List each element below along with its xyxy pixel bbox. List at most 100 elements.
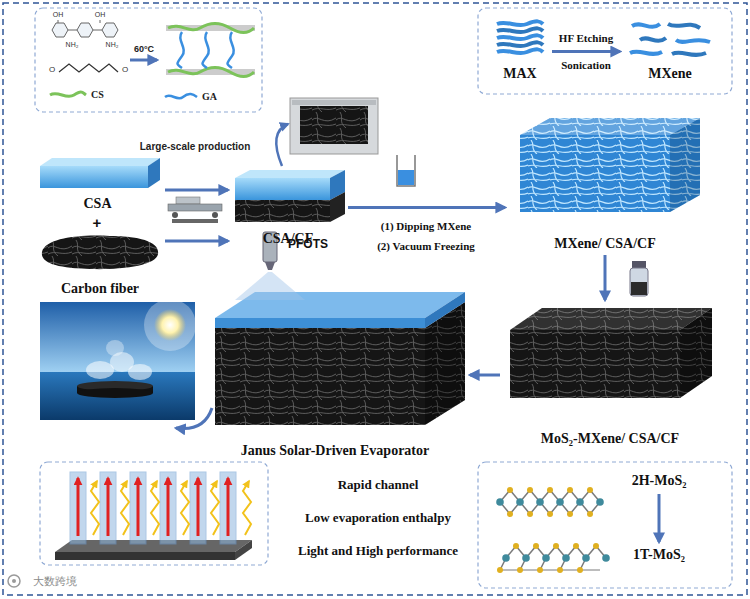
art-line <box>137 478 140 536</box>
process-arrow <box>165 240 228 243</box>
atom-label: NH₂ <box>66 41 79 49</box>
art-polygon <box>510 308 712 330</box>
art-rect <box>176 197 200 204</box>
outer-frame <box>3 3 747 595</box>
legend-entry: CS <box>91 89 104 101</box>
art-line <box>227 478 230 536</box>
art-rect <box>292 100 376 105</box>
legend-sample-line <box>50 92 86 96</box>
art-polygon <box>148 158 160 188</box>
art-polygon <box>670 118 700 212</box>
mxene-flakes <box>630 24 710 55</box>
process-arrow <box>552 50 620 53</box>
art-polygon <box>235 200 330 222</box>
node-label: CSA <box>83 196 111 213</box>
art-use <box>151 481 159 535</box>
art-line <box>107 478 110 536</box>
art-polygon <box>670 118 700 212</box>
art-circle <box>144 299 196 351</box>
production-photo <box>290 98 378 154</box>
process-arrow <box>165 189 228 192</box>
art-circle <box>172 212 178 218</box>
art-use <box>181 481 189 535</box>
phase-panel <box>478 462 732 588</box>
heat-arrow <box>130 59 157 62</box>
node-label: MoS₂-MXene/ CSA/CF <box>541 431 679 448</box>
material-block: MXene/ CSA/CF <box>505 110 705 255</box>
art-ellipse <box>77 388 153 398</box>
legend-text: CS <box>91 89 104 100</box>
feature-text: Rapid channel <box>338 478 419 493</box>
atom-label: OH <box>95 11 106 19</box>
channel-panel <box>40 462 268 565</box>
art-line <box>197 478 200 536</box>
art-rect <box>300 106 368 144</box>
legend-sample-line <box>165 94 197 98</box>
art-rect <box>40 302 195 372</box>
art-path <box>672 53 706 55</box>
art-polygon <box>77 23 93 37</box>
process-step: HF Etching <box>559 32 613 45</box>
chemistry-panel <box>35 8 262 112</box>
art-polygon <box>265 262 275 270</box>
art-use <box>91 481 99 535</box>
process-step: (2) Vacuum Freezing <box>377 240 475 253</box>
art-polygon <box>680 308 712 398</box>
process-arrow <box>470 374 500 377</box>
art-path <box>397 155 415 186</box>
art-polygon <box>680 308 712 398</box>
leader-arrow <box>276 124 288 166</box>
legend-entry: GA <box>202 91 217 103</box>
art-path <box>632 24 660 27</box>
art-polygon <box>40 166 148 188</box>
art-circle <box>602 554 610 562</box>
process-arrow <box>348 206 505 209</box>
art-circle <box>596 498 604 506</box>
art-path <box>203 32 209 68</box>
art-rect <box>190 472 206 544</box>
art-rect <box>290 98 378 154</box>
art-rect <box>220 472 236 544</box>
art-rect <box>70 472 86 544</box>
art-path <box>228 32 234 68</box>
art-path <box>640 38 666 41</box>
crosslinked-network <box>166 24 255 77</box>
art-circle <box>12 579 16 583</box>
art-ellipse <box>128 364 152 380</box>
art-line <box>167 478 170 536</box>
art-line <box>93 30 102 31</box>
art-rect <box>630 268 648 296</box>
art-polygon <box>55 552 235 560</box>
art-path <box>178 32 184 68</box>
node-label: Janus Solar-Driven Evaporator <box>241 443 429 460</box>
art-path <box>668 24 700 28</box>
node-label: MXene/ CSA/CF <box>554 236 656 253</box>
art-rect <box>398 170 414 185</box>
art-polygon <box>510 308 712 330</box>
max-phase <box>497 21 543 53</box>
phase-label: 2H-MoS₂ <box>618 468 700 494</box>
art-line <box>68 30 77 31</box>
condition-label: 60°C <box>134 44 154 54</box>
legend-text: GA <box>202 91 217 102</box>
art-polygon <box>215 328 425 425</box>
art-rect <box>40 372 195 420</box>
material-slab: CSA <box>30 155 165 215</box>
node-label: Carbon fiber <box>61 281 139 298</box>
art-rect <box>130 472 146 544</box>
art-rect <box>172 219 218 223</box>
atom-label: O <box>122 65 128 74</box>
art-use <box>211 481 219 535</box>
csa-cf-slab <box>235 170 345 222</box>
art-polygon <box>425 292 465 328</box>
art-ellipse <box>86 361 114 379</box>
atom-label: NH₂ <box>106 41 119 49</box>
chitosan-chain <box>52 20 118 37</box>
beaker <box>397 155 415 186</box>
material-mat: Carbon fiber <box>35 232 165 300</box>
feature-text: Light and High performance <box>298 544 458 559</box>
mxene-block <box>520 118 700 212</box>
art-rect <box>168 204 222 211</box>
